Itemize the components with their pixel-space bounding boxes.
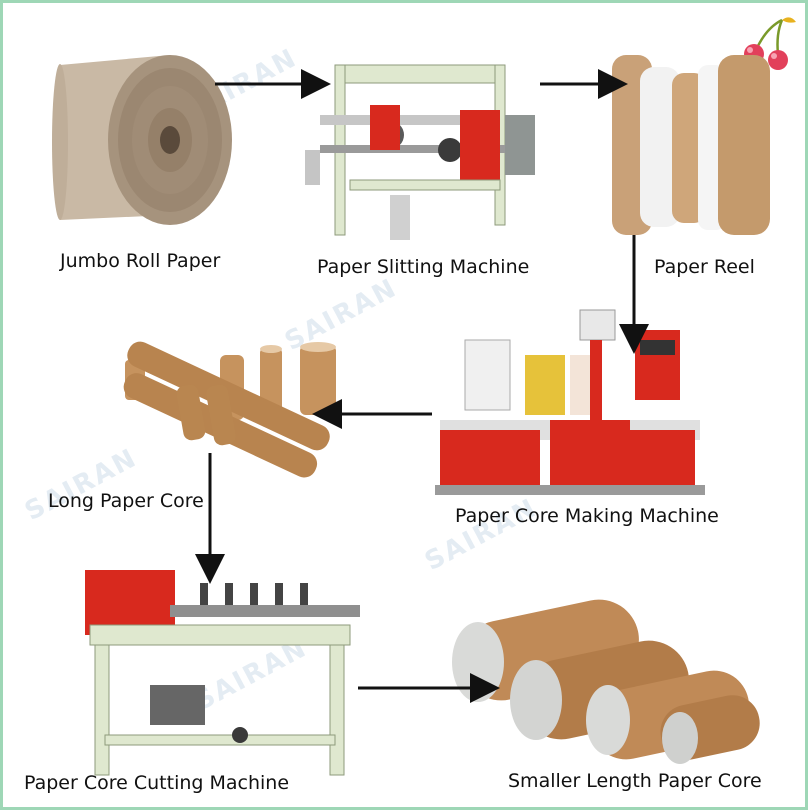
cherry-logo-icon: [744, 17, 796, 70]
smaller-core-image: [452, 599, 760, 764]
label-paper-reel: Paper Reel: [654, 256, 755, 278]
label-core-making-machine: Paper Core Making Machine: [455, 505, 719, 527]
slitting-machine-image: [305, 64, 535, 240]
label-jumbo-roll: Jumbo Roll Paper: [60, 250, 221, 272]
core-making-machine-image: [435, 309, 705, 495]
cutting-machine-image: [85, 570, 360, 776]
label-slitting-machine: Paper Slitting Machine: [317, 256, 530, 278]
label-cutting-machine: Paper Core Cutting Machine: [24, 772, 290, 794]
paper-reel-image: [612, 55, 770, 235]
label-smaller-core: Smaller Length Paper Core: [508, 770, 762, 792]
jumbo-roll-image: [52, 55, 232, 225]
label-long-core: Long Paper Core: [48, 490, 204, 512]
long-paper-core-image: [123, 341, 336, 478]
